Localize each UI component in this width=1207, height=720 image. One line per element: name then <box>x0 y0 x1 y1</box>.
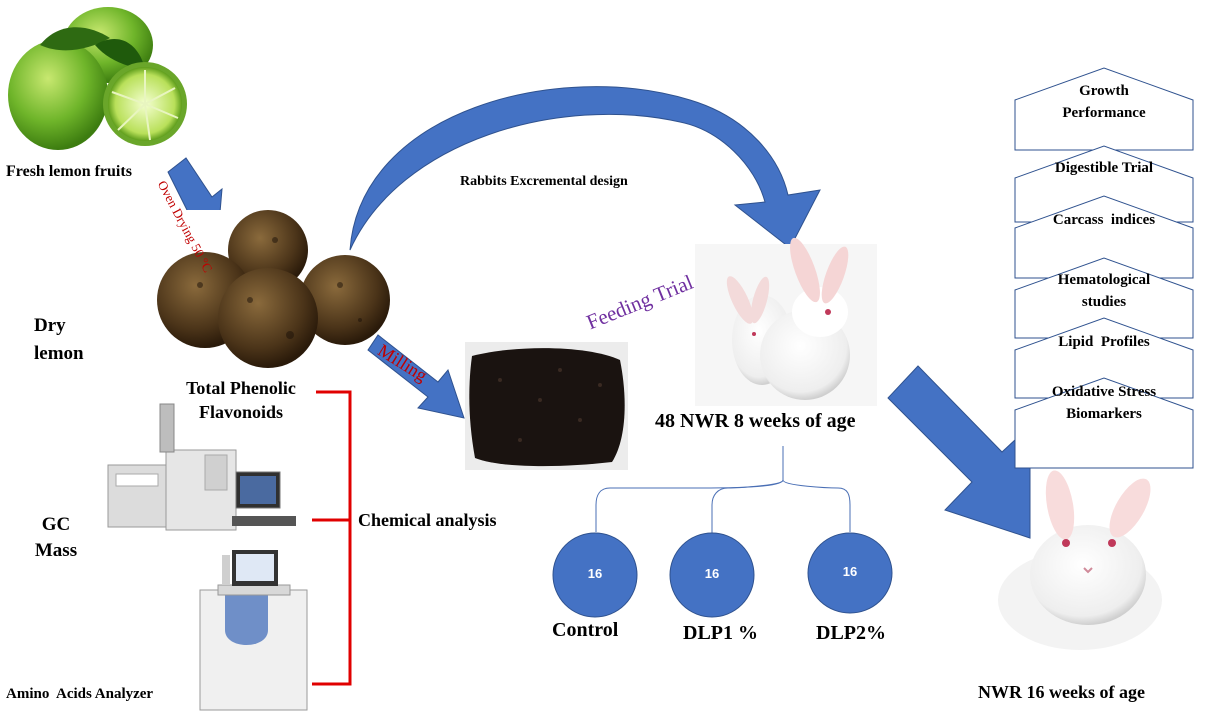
group-label: DLP1 % <box>683 622 758 644</box>
growth-arrow <box>887 365 1031 539</box>
outcome-hematological: Hematological studies <box>1057 272 1151 310</box>
rabbit-icon <box>695 237 877 406</box>
fresh-lemon-label: Fresh lemon fruits <box>6 163 132 180</box>
group-circles <box>552 532 893 618</box>
group-tree-lines <box>595 446 851 535</box>
outcome-oxidative: Oxidative Stress Biomarkers <box>1051 384 1157 422</box>
group-count: 16 <box>704 566 720 581</box>
amino-acids-label: Amino Acids Analyzer <box>6 686 154 702</box>
nwr-8-weeks-label: 48 NWR 8 weeks of age <box>655 410 856 432</box>
outcome-chevrons <box>1014 67 1194 469</box>
outcome-carcass: Carcass indices <box>1052 212 1156 228</box>
powder-icon <box>465 342 628 470</box>
rabbit-icon <box>998 470 1162 650</box>
total-phenolic-label: Total Phenolic Flavonoids <box>186 378 296 422</box>
group-label: Control <box>552 619 619 641</box>
group-count: 16 <box>842 564 858 579</box>
design-curved-arrow <box>349 86 821 251</box>
gc-mass-label: GC Mass <box>34 514 78 561</box>
dry-lemon-label: Dry lemon <box>34 315 84 364</box>
outcome-growth: Growth Performance <box>1062 83 1146 121</box>
group-count: 16 <box>587 566 603 581</box>
group-label: DLP2% <box>816 622 886 644</box>
outcome-digestible: Digestible Trial <box>1054 160 1154 176</box>
lemon-icon <box>8 7 187 150</box>
gc-mass-instrument-icon <box>107 403 296 531</box>
design-label: Rabbits Excremental design <box>460 174 628 189</box>
milling-arrow <box>367 334 465 419</box>
chemical-analysis-label: Chemical analysis <box>358 510 497 530</box>
outcome-lipid: Lipid Profiles <box>1058 334 1150 350</box>
nwr-16-weeks-label: NWR 16 weeks of age <box>978 682 1145 702</box>
dried-lemon-icon <box>157 210 390 380</box>
chemical-analysis-bracket <box>312 390 352 686</box>
amino-analyzer-icon <box>199 550 308 711</box>
